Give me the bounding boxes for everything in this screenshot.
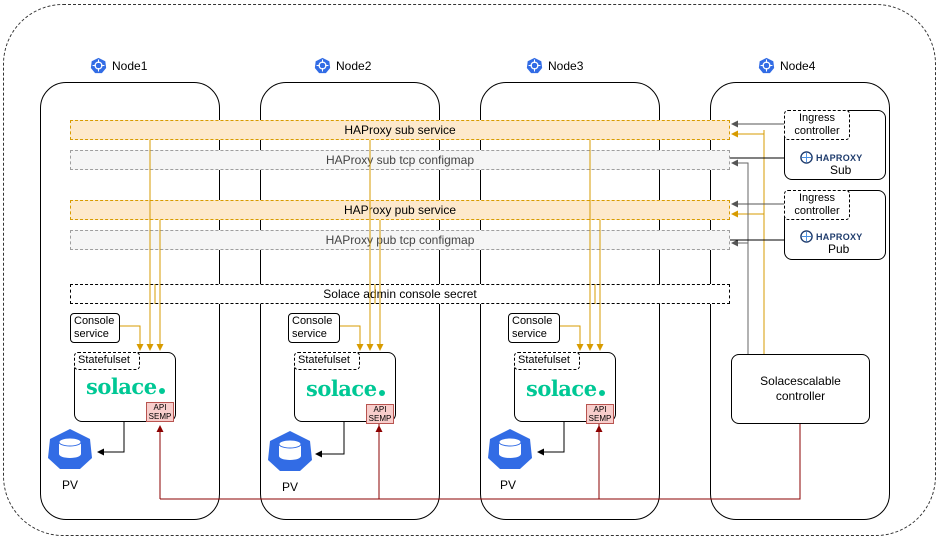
persistent-volume-icon [488,429,532,469]
solace-logo: solace [526,376,605,401]
api-semp-3: API SEMP [586,404,614,424]
solace-logo-dot [378,390,385,396]
solace-logo-text: solace [86,374,157,399]
node3-name: Node3 [548,58,584,73]
ingress-controller-sub: Ingress controller [784,110,850,140]
haproxy-pub-label: Pub [828,242,849,256]
statefulset-label-1: Statefulset [74,352,140,370]
node1-label: Node1 [90,57,147,74]
kubernetes-icon [758,57,775,74]
haproxy-pub-configmap-label: HAProxy pub tcp configmap [325,233,475,247]
pv-label: PV [500,478,517,492]
haproxy-sub-service-label: HAProxy sub service [344,123,456,137]
solacescalable-controller-label: Solacescalable controller [760,374,841,403]
haproxy-sub-label: Sub [830,163,851,177]
pv-label: PV [62,478,79,492]
statefulset-label: Statefulset [298,354,350,366]
haproxy-sub-text: Sub [830,163,852,177]
console-service-label: Console service [512,315,553,340]
statefulset-label: Statefulset [78,354,130,366]
node1-name: Node1 [112,58,148,73]
ingress-controller-label: Ingress controller [794,112,840,137]
console-service-2: Console service [288,313,340,343]
node4-name: Node4 [780,58,816,73]
haproxy-pub-service-label: HAProxy pub service [343,203,457,217]
node3-label: Node3 [526,57,583,74]
solace-admin-console-secret: Solace admin console secret [70,284,730,304]
node2-name: Node2 [336,58,372,73]
solace-logo-dot [158,388,165,394]
haproxy-sub-configmap-label: HAProxy sub tcp configmap [325,153,475,167]
node2-label: Node2 [314,57,371,74]
haproxy-sub-service: HAProxy sub service [70,120,730,140]
haproxy-logo-text: HAPROXY [816,152,863,163]
node4-label: Node4 [758,57,815,74]
api-semp-2: API SEMP [366,404,394,424]
statefulset-label: Statefulset [518,354,570,366]
haproxy-icon [800,230,813,243]
solace-logo: solace [306,376,385,401]
solace-logo-text: solace [526,376,597,401]
ingress-controller-label: Ingress controller [794,192,840,217]
console-service-3: Console service [508,313,560,343]
console-service-1: Console service [70,313,120,343]
ingress-controller-pub: Ingress controller [784,190,850,220]
haproxy-logo-text: HAPROXY [816,231,863,242]
cluster-boundary [3,4,936,536]
kubernetes-icon [314,57,331,74]
haproxy-logo: HAPROXY [800,230,863,243]
persistent-volume-icon [268,431,312,471]
persistent-volume-icon [48,429,92,469]
api-semp-label: API SEMP [368,405,392,423]
statefulset-label-2: Statefulset [294,352,360,370]
api-semp-label: API SEMP [148,403,172,421]
kubernetes-icon [526,57,543,74]
console-service-label: Console service [74,315,115,340]
solace-logo: solace [86,374,165,399]
statefulset-label-3: Statefulset [514,352,580,370]
solace-logo-text: solace [306,376,377,401]
pv-label-2: PV [282,480,298,494]
kubernetes-icon [90,57,107,74]
haproxy-logo: HAPROXY [800,151,863,164]
solace-logo-dot [598,390,605,396]
pv-label: PV [282,480,299,494]
console-service-label: Console service [292,315,333,340]
pv-label-1: PV [62,478,78,492]
api-semp-label: API SEMP [588,405,612,423]
api-semp-1: API SEMP [146,402,174,422]
pv-label-3: PV [500,478,516,492]
haproxy-icon [800,151,813,164]
solace-admin-console-secret-label: Solace admin console secret [323,287,477,301]
haproxy-sub-configmap: HAProxy sub tcp configmap [70,150,730,170]
haproxy-pub-configmap: HAProxy pub tcp configmap [70,230,730,250]
haproxy-pub-service: HAProxy pub service [70,200,730,220]
haproxy-pub-text: Pub [828,242,850,256]
solacescalable-controller: Solacescalable controller [731,354,870,424]
